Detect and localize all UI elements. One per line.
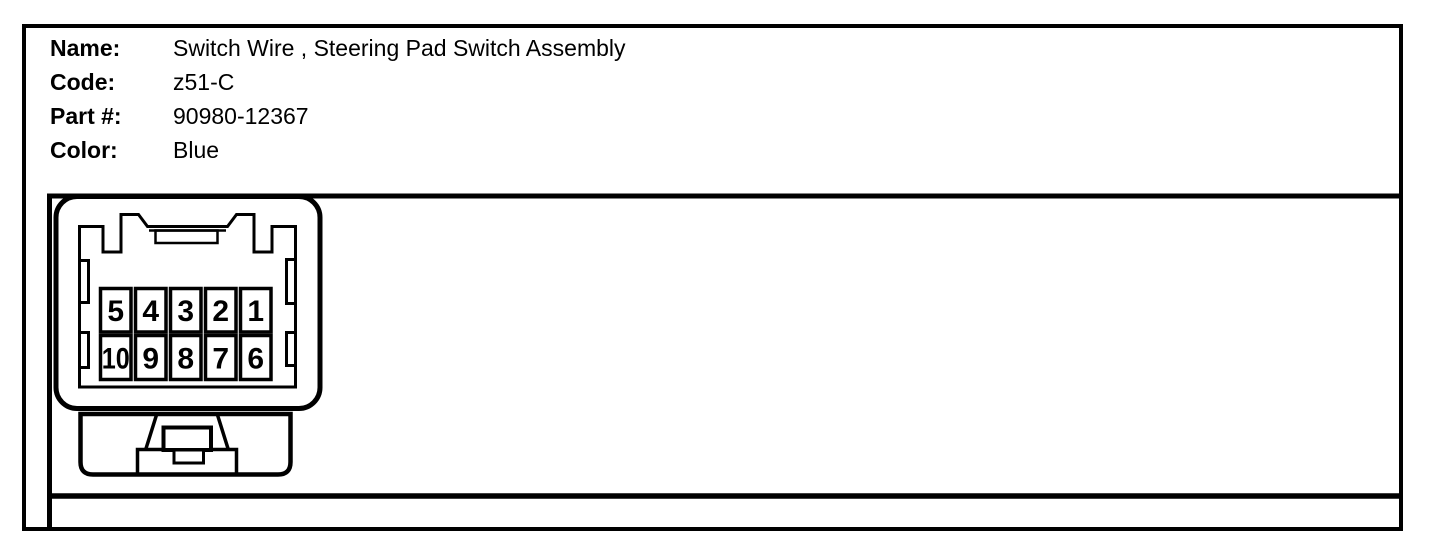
pin-cell — [98, 286, 133, 334]
pin-number-1: 1 — [247, 295, 264, 328]
lock-tab-block — [161, 425, 213, 452]
field-label-part-number: Part #: — [50, 103, 122, 129]
pin-cell — [203, 333, 238, 382]
right-slot-bottom — [285, 331, 297, 367]
pin-cell — [238, 286, 273, 334]
field-value-name: Switch Wire , Steering Pad Switch Assemb… — [173, 35, 626, 61]
pin-cell — [98, 333, 133, 382]
pin-cell — [203, 286, 238, 334]
lock-tab-right-step — [210, 447, 239, 473]
connector-cavity-contour — [78, 213, 297, 389]
pin-number-2: 2 — [212, 295, 229, 328]
field-value-code: z51-C — [173, 69, 235, 95]
lock-tab-left-step — [135, 447, 164, 473]
field-value-part-number: 90980-12367 — [173, 103, 309, 129]
key-block — [154, 229, 219, 245]
pin-number-8: 8 — [177, 343, 194, 376]
pin-number-5: 5 — [107, 295, 124, 328]
pin-number-9: 9 — [142, 343, 159, 376]
outer-frame — [22, 24, 1403, 531]
pin-number-6: 6 — [247, 343, 264, 376]
field-row-part-number: Part #: 90980-12367 — [50, 99, 1350, 133]
lock-tab-left-diagonal — [144, 414, 159, 450]
field-row-color: Color: Blue — [50, 133, 1350, 167]
pin-cell — [168, 286, 203, 334]
left-slot-bottom — [78, 331, 90, 369]
field-label-code: Code: — [50, 69, 116, 95]
pin-number-4: 4 — [142, 295, 159, 328]
field-row-code: Code: z51-C — [50, 65, 1350, 99]
pin-number-3: 3 — [177, 295, 194, 328]
field-row-name: Name: Switch Wire , Steering Pad Switch … — [50, 31, 1350, 65]
pin-number-7: 7 — [212, 343, 229, 376]
right-slot-top — [285, 258, 297, 305]
pin-cell — [133, 333, 168, 382]
pin-cell — [168, 333, 203, 382]
pin-cell — [133, 286, 168, 334]
lock-tab-button — [172, 448, 205, 465]
left-slot-top — [78, 259, 90, 304]
pin-number-10: 10 — [102, 343, 130, 376]
field-label-name: Name: — [50, 35, 121, 61]
lock-tab-right-diagonal — [215, 414, 230, 450]
field-label-color: Color: — [50, 137, 118, 163]
connector-header: Name: Switch Wire , Steering Pad Switch … — [50, 31, 1350, 167]
pin-cell — [238, 333, 273, 382]
field-value-color: Blue — [173, 137, 220, 163]
